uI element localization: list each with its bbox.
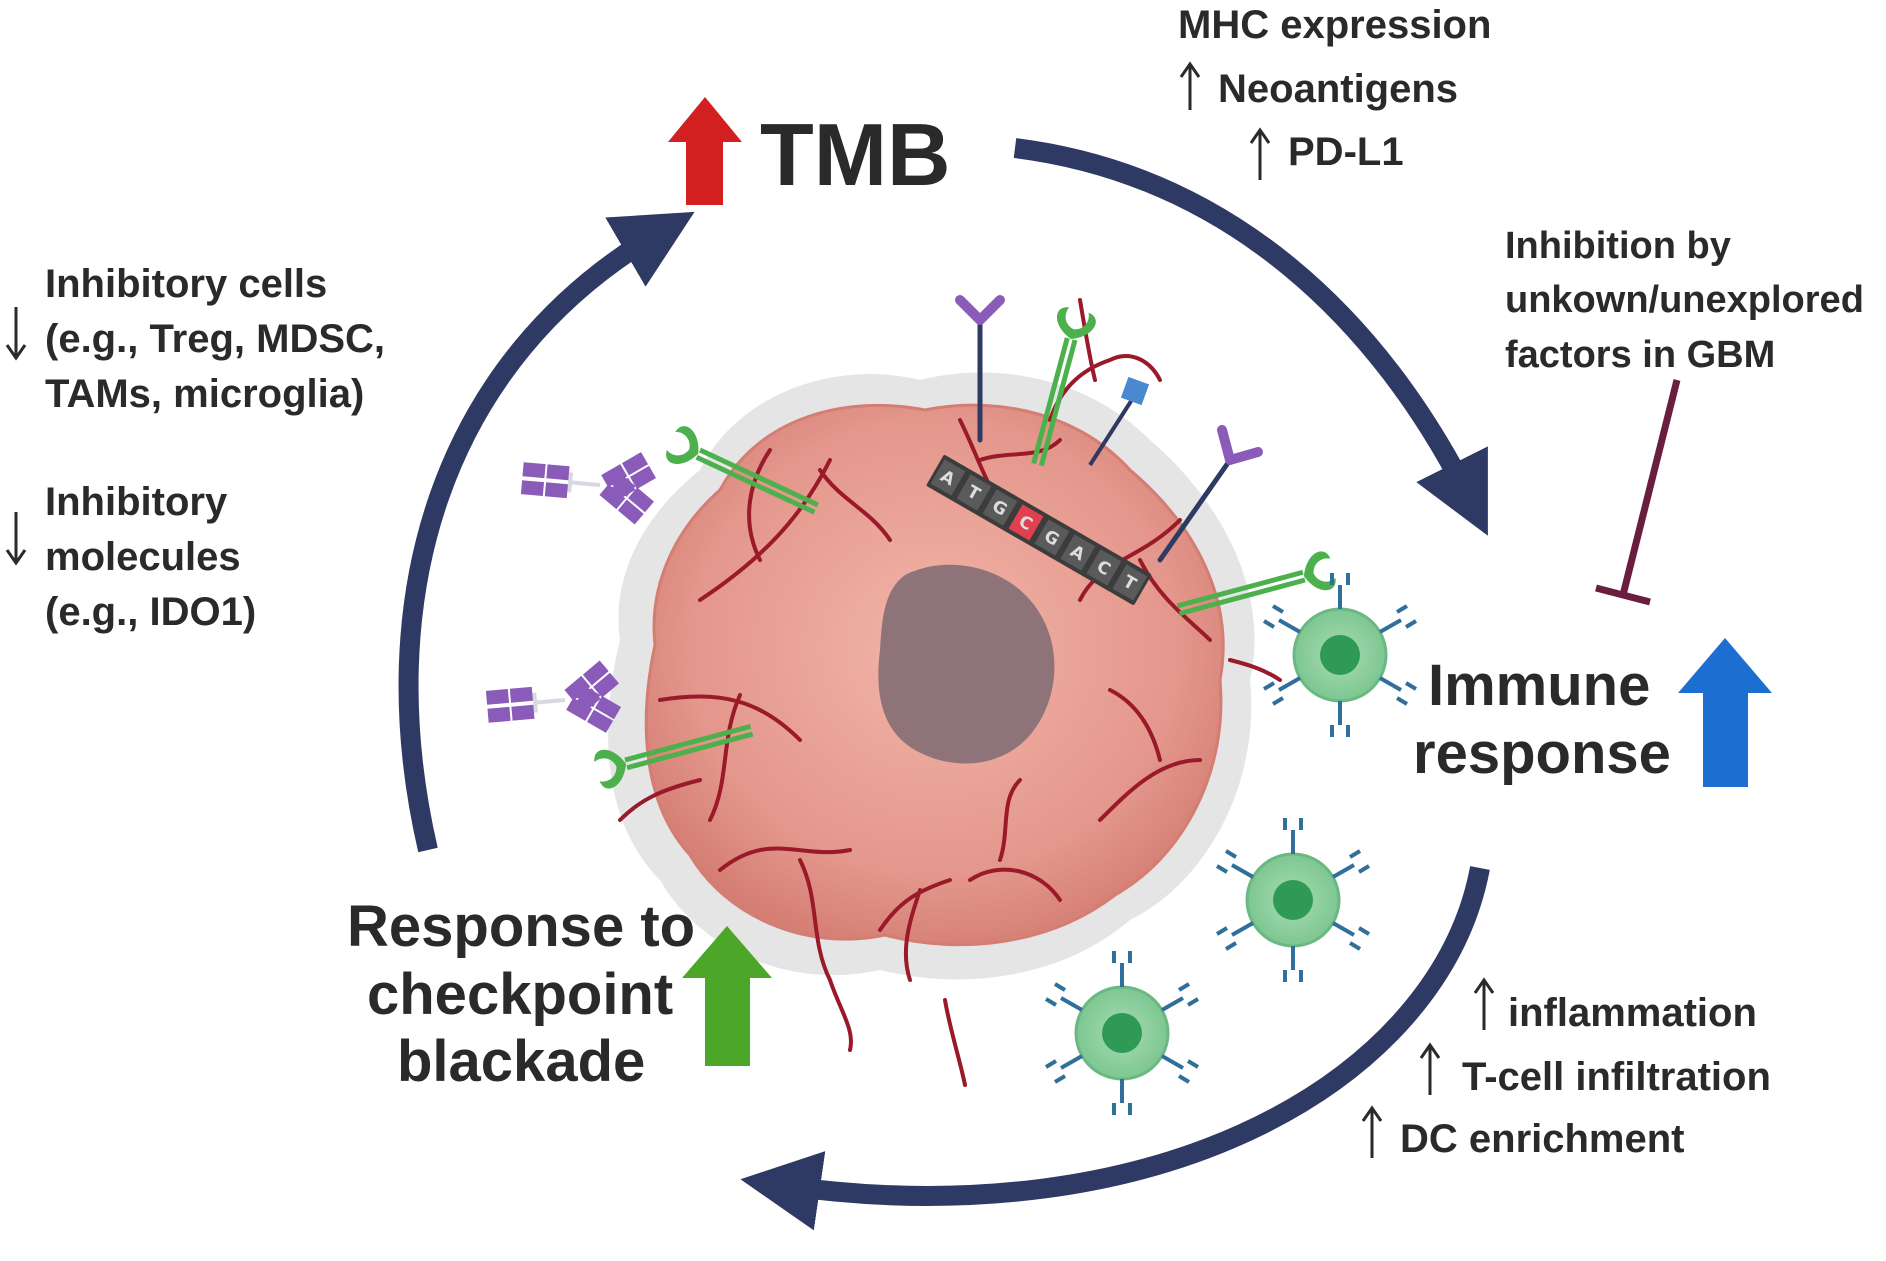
tmb-up-arrow	[668, 97, 742, 205]
immune-response-line1: Immune	[1428, 653, 1650, 718]
immune-cell-3	[1044, 949, 1200, 1117]
cycle-arrows	[398, 138, 1490, 1231]
inhibition-line3: factors in GBM	[1505, 334, 1775, 376]
checkpoint-line3: blackade	[397, 1029, 645, 1094]
dna-base-tile	[1112, 564, 1148, 601]
left-block1-line2: (e.g., Treg, MDSC,	[45, 317, 385, 361]
inhibition-line1: Inhibition by	[1505, 225, 1731, 267]
nucleus	[878, 564, 1055, 764]
antibody-free-2	[482, 656, 626, 746]
bottom-right-line1: inflammation	[1508, 991, 1757, 1035]
antibody-right	[1157, 425, 1263, 563]
dna-base-tile	[1060, 534, 1096, 571]
surface-molecules	[482, 295, 1338, 791]
antibody-free-1	[517, 439, 661, 529]
down-arrow-inhibitory-cells	[5, 307, 27, 361]
dna-base-tile	[982, 489, 1018, 526]
checkpoint-line1: Response to	[347, 894, 695, 959]
dna-base-tile	[1034, 519, 1070, 556]
top-right-line3: PD-L1	[1288, 130, 1404, 174]
immune-cell-1	[1262, 571, 1418, 739]
left-block1-line1: Inhibitory cells	[45, 262, 327, 306]
immune-up-arrow	[1678, 638, 1772, 787]
checkpoint-up-arrow	[682, 926, 772, 1066]
up-arrow-tcell	[1419, 1042, 1441, 1095]
tmb-title: TMB	[760, 105, 951, 204]
checkpoint-line2: checkpoint	[367, 962, 673, 1027]
dna-base-tile	[1086, 549, 1122, 586]
inhibition-marker	[1595, 379, 1681, 606]
bottom-right-line2: T-cell infiltration	[1462, 1055, 1771, 1099]
dna-base-tile	[1008, 504, 1044, 541]
small-arrows	[5, 61, 1495, 1158]
immune-response-line2: response	[1413, 721, 1671, 786]
bottom-right-line3: DC enrichment	[1400, 1117, 1685, 1161]
arrow-tmb-to-immune	[1013, 138, 1488, 536]
left-block2-line1: Inhibitory	[45, 480, 228, 524]
immune-cell-2	[1215, 816, 1371, 984]
up-arrow-neoantigens	[1179, 61, 1201, 110]
top-right-line1: MHC expression	[1178, 3, 1491, 47]
inhibition-line2: unkown/unexplored	[1505, 279, 1864, 321]
top-right-line2: Neoantigens	[1218, 67, 1458, 111]
left-block2-line2: molecules	[45, 535, 241, 579]
dna-base-tile	[930, 459, 966, 496]
mhc-peptide	[1088, 376, 1150, 467]
up-arrow-dc	[1361, 1105, 1383, 1158]
up-arrow-inflammation	[1473, 977, 1495, 1030]
dna-base-tile	[956, 474, 992, 511]
left-block1-line3: TAMs, microglia)	[45, 372, 364, 416]
arrow-checkpoint-to-tmb	[398, 211, 695, 853]
up-arrow-pdl1	[1249, 127, 1271, 180]
down-arrow-inhibitory-molecules	[5, 512, 27, 566]
antibody-top	[955, 295, 1005, 443]
arrow-immune-to-checkpoint	[740, 866, 1490, 1231]
left-block2-line3: (e.g., IDO1)	[45, 590, 256, 634]
